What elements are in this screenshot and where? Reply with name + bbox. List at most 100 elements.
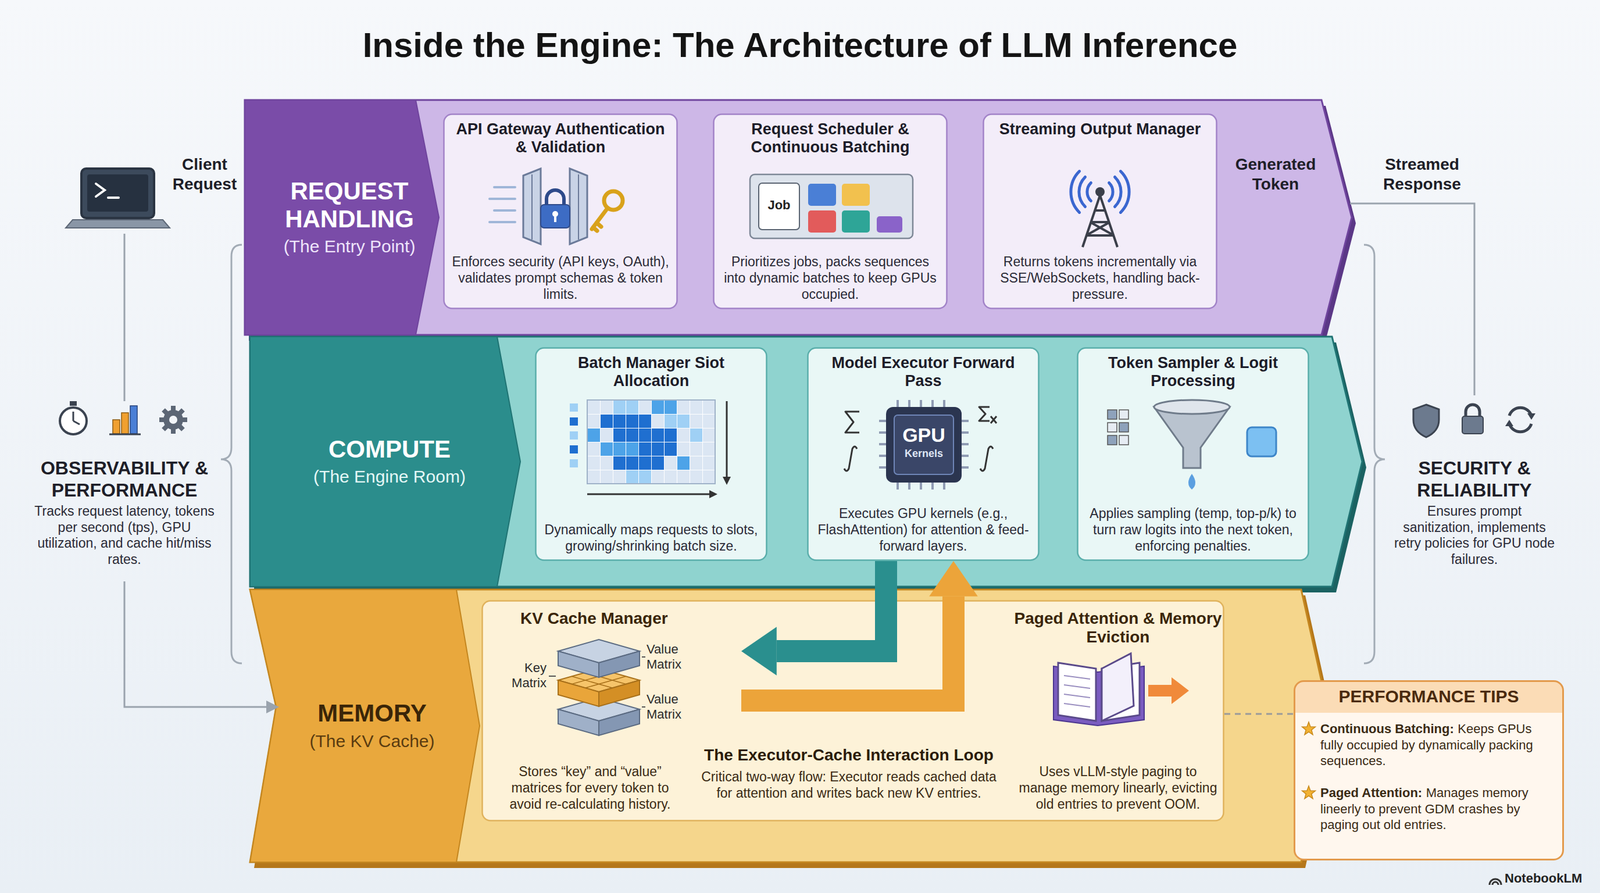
box-title: Request Scheduler & Continuous Batching: [719, 120, 941, 157]
side-heading: OBSERVABILITY & PERFORMANCE: [31, 456, 218, 502]
band-fill: [244, 100, 1352, 335]
sampler-funnel: [1154, 406, 1230, 469]
observability-icons: [159, 405, 188, 434]
stage-band: COMPUTE(The Engine Room)Batch Manager Si…: [250, 336, 1363, 587]
side-body: Tracks request latency, tokens per secon…: [31, 503, 218, 568]
laptop-icon: [95, 183, 119, 198]
gpu-chip: [894, 415, 954, 475]
watermark-logo: [1489, 879, 1502, 885]
gateway-icon: [591, 208, 608, 231]
response-label: Streamed Response: [1376, 154, 1468, 194]
component-box-fill: [983, 114, 1217, 309]
gpu-chip: [879, 400, 969, 490]
band-label-area: MEMORY(The KV Cache): [284, 589, 460, 863]
kv-cube: [598, 651, 640, 678]
batch-grid: [569, 445, 578, 454]
sampler-funnel: [1119, 422, 1129, 432]
band-fill: [250, 336, 1363, 587]
paged-book: [1171, 677, 1189, 705]
side-body: Ensures prompt sanitization, implements …: [1390, 503, 1559, 568]
watermark-logo: [1489, 879, 1502, 885]
antenna-icon: [1070, 171, 1130, 248]
stage-band: MEMORY(The KV Cache)The Executor-Cache I…: [250, 589, 1332, 863]
batch-grid: [587, 400, 716, 484]
sampler-funnel: [1188, 473, 1196, 490]
tips-box: PERFORMANCE TIPSContinuous Batching:Keep…: [1293, 680, 1564, 861]
component-box-fill: [1077, 348, 1309, 561]
component-box: Batch Manager Siot AllocationDynamically…: [534, 347, 768, 562]
observability-icons: [59, 401, 188, 435]
component-box-fill: [713, 114, 948, 309]
kv-cube: [558, 680, 599, 707]
batch-grid: [569, 431, 578, 440]
antenna-icon: [1095, 187, 1105, 197]
observability-icons: [121, 412, 129, 434]
region-body: Uses vLLM-style paging to manage memory …: [1017, 763, 1219, 813]
chip-label: GPU: [894, 423, 953, 448]
band-shadow: [248, 105, 1356, 341]
observability-icons: [161, 408, 185, 432]
batch-grid: [569, 417, 578, 426]
security-icons: [1413, 404, 1439, 438]
observability-icons: [69, 401, 77, 406]
scheduler-icon: [808, 210, 837, 233]
region-body: Stores “key” and “value” matrices for ev…: [497, 763, 684, 813]
gateway-icon: [540, 204, 570, 228]
title-area: Inside the Engine: The Architecture of L…: [0, 24, 1600, 67]
dashed-link: [1224, 713, 1294, 716]
gateway-icon: [554, 215, 557, 223]
antenna-icon: [1070, 171, 1130, 213]
scheduler-icon: [841, 183, 870, 206]
stage-band: REQUEST HANDLING(The Entry Point)API Gat…: [244, 100, 1352, 335]
tip-star: [1302, 722, 1316, 799]
security-icons: [1413, 404, 1536, 438]
label-area: Value Matrix: [646, 641, 700, 673]
batch-grid: [569, 400, 731, 499]
box-title: API Gateway Authentication & Validation: [450, 120, 671, 157]
tip-star: [1302, 722, 1316, 735]
batch-grid: [722, 476, 731, 485]
security-icons: [1527, 413, 1536, 420]
tip-item: Continuous Batching:Keeps GPUs fully occ…: [1320, 720, 1554, 770]
batch-grid: [569, 403, 578, 412]
bracket: [1363, 244, 1385, 664]
sampler-funnel: [1119, 409, 1129, 420]
paged-book: [1053, 653, 1189, 726]
band-subtitle: (The KV Cache): [309, 729, 435, 753]
scheduler-icon: [750, 174, 913, 239]
label-area: Streamed Response: [1376, 154, 1468, 194]
label-area: Generated Token: [1231, 154, 1320, 194]
label-area: Key Matrix: [493, 660, 547, 692]
chip-sublabel: Kernels: [894, 447, 953, 461]
memory-region: KV Cache ManagerStores “key” and “value”…: [488, 604, 742, 817]
tips-border: [1294, 681, 1564, 860]
flow-line: [266, 700, 280, 714]
box-body: Dynamically maps requests to slots, grow…: [541, 521, 761, 555]
paged-book: [1063, 675, 1091, 707]
label-area: OBSERVABILITY & PERFORMANCE: [31, 456, 218, 502]
sampler-funnel: [1119, 435, 1129, 445]
box-title: Token Sampler & Logit Processing: [1083, 354, 1303, 391]
data-flow-arrow: [776, 561, 887, 652]
label-area: Job: [758, 197, 800, 213]
band-shadow: [254, 342, 1367, 593]
laptop-icon: [65, 168, 170, 228]
matrix-label: Value Matrix: [646, 641, 700, 673]
watermark: NotebookLM: [1504, 870, 1592, 887]
laptop-icon: [65, 219, 170, 228]
observability-icons: [169, 415, 178, 424]
sampler-funnel: [1154, 400, 1230, 414]
scheduler-icon: [876, 216, 903, 233]
paged-book: [1101, 653, 1134, 721]
security-icons: [1462, 416, 1484, 434]
data-flow-arrow: [741, 596, 954, 701]
box-body: Returns tokens incrementally via SSE/Web…: [989, 253, 1211, 303]
box-body: Applies sampling (temp, top-p/k) to turn…: [1083, 505, 1303, 555]
box-body: Enforces security (API keys, OAuth), val…: [450, 253, 671, 303]
side-heading: SECURITY & RELIABILITY: [1390, 456, 1559, 502]
token-label: Generated Token: [1231, 154, 1320, 194]
client-label: Client Request: [163, 154, 246, 194]
label-area: NotebookLM: [1504, 870, 1592, 887]
gpu-chip: [844, 400, 997, 490]
band-label-area: COMPUTE(The Engine Room): [284, 336, 495, 587]
